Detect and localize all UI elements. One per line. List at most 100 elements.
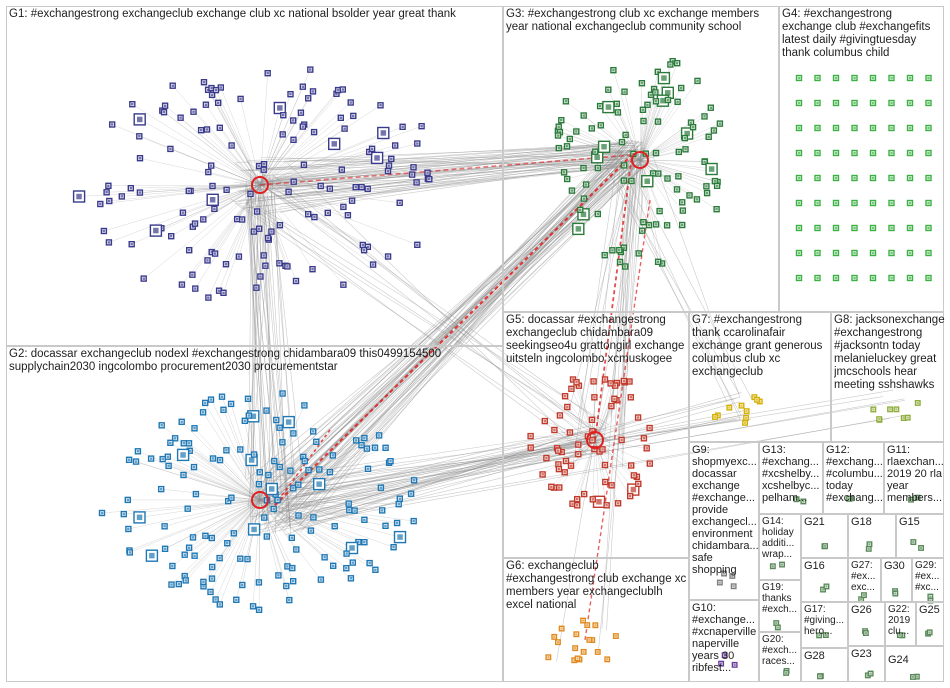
edge — [530, 435, 596, 441]
node-fill-g1 — [312, 130, 316, 134]
node-fill-g2 — [202, 585, 205, 588]
node-fill-g1 — [179, 116, 182, 119]
node-fill-g11 — [916, 496, 919, 499]
edge — [633, 175, 753, 401]
edge — [639, 120, 644, 161]
node-fill-g1 — [206, 88, 210, 92]
node-fill-g6 — [560, 627, 563, 630]
node-fill-g8 — [895, 408, 898, 411]
edge — [568, 144, 639, 411]
node-fill-g3 — [677, 150, 680, 154]
node-fill-g2 — [193, 554, 196, 557]
node-fill-g1 — [169, 147, 172, 151]
node-fill-g5 — [613, 384, 617, 387]
node-fill-g15 — [919, 546, 923, 550]
node-fill-g3 — [618, 248, 621, 252]
edge — [651, 151, 741, 398]
node-fill-g29 — [929, 595, 932, 598]
node-fill-g5 — [575, 381, 578, 384]
node-fill-g1 — [249, 192, 252, 196]
node-fill-g4 — [908, 276, 912, 280]
edge — [211, 499, 261, 579]
node-fill-g6 — [573, 659, 576, 662]
edge — [258, 142, 640, 177]
node-fill-g3 — [646, 103, 649, 107]
node-fill-g3 — [630, 179, 633, 183]
node-fill-g3 — [696, 79, 699, 83]
edge — [594, 382, 618, 441]
node-fill-g1 — [426, 171, 429, 174]
node-fill-g3 — [656, 260, 660, 263]
node-fill-g3 — [680, 201, 684, 204]
node-fill-g2 — [214, 598, 217, 601]
edge — [249, 191, 292, 526]
node-fill-g5 — [563, 395, 567, 398]
edge — [259, 102, 351, 186]
node-fill-g2 — [409, 492, 413, 495]
edge — [256, 398, 736, 527]
edge — [259, 154, 633, 186]
node-fill-g2 — [184, 579, 187, 582]
edge — [578, 160, 626, 416]
edge — [639, 159, 644, 223]
node-fill-g2 — [161, 457, 164, 461]
node-fill-g5 — [592, 380, 595, 383]
node-fill-g22 — [898, 633, 901, 637]
edge — [259, 143, 418, 186]
node-fill-g5 — [563, 471, 566, 474]
node-fill-g3 — [691, 126, 695, 129]
node-fill-g3 — [708, 166, 715, 172]
node-fill-g14 — [780, 563, 784, 566]
edge — [193, 111, 261, 186]
node-fill-g3 — [590, 127, 594, 130]
node-fill-g9 — [718, 581, 721, 584]
node-fill-g1 — [328, 187, 331, 190]
node-fill-g19 — [775, 621, 778, 625]
node-fill-g3 — [657, 172, 660, 175]
edge — [282, 437, 592, 529]
node-fill-g1 — [107, 241, 111, 244]
node-fill-g2 — [273, 459, 276, 463]
node-fill-g1 — [311, 268, 314, 271]
node-fill-g3 — [677, 175, 680, 178]
node-fill-g1 — [207, 296, 210, 299]
edge — [542, 439, 596, 475]
node-fill-g2 — [209, 590, 212, 594]
node-fill-g2 — [360, 444, 363, 447]
node-fill-g1 — [209, 197, 216, 203]
edge — [639, 159, 705, 162]
node-fill-g1 — [342, 283, 345, 286]
node-fill-g4 — [890, 251, 893, 255]
edge — [620, 155, 635, 446]
node-fill-g2 — [182, 473, 185, 477]
edge — [212, 458, 261, 501]
edge — [585, 159, 641, 185]
node-fill-g2 — [188, 449, 191, 452]
node-fill-g2 — [319, 578, 323, 581]
node-fill-g1 — [237, 255, 241, 258]
edge — [259, 182, 417, 186]
node-fill-g2 — [412, 519, 415, 523]
node-fill-g1 — [306, 97, 310, 100]
node-fill-g1 — [194, 287, 197, 290]
edge — [594, 427, 650, 441]
node-fill-g3 — [556, 134, 560, 137]
edge — [594, 381, 630, 441]
edge — [205, 499, 261, 537]
edge — [223, 184, 261, 293]
edge — [639, 159, 715, 182]
node-fill-g7 — [756, 398, 759, 401]
node-fill-g2 — [251, 605, 255, 608]
node-fill-g3 — [579, 208, 582, 212]
edge — [594, 380, 625, 441]
edge — [604, 159, 641, 256]
edge — [210, 499, 261, 593]
node-fill-g2 — [303, 459, 306, 463]
edge — [249, 157, 618, 505]
node-fill-g1 — [202, 81, 206, 84]
node-fill-g1 — [379, 104, 382, 107]
node-fill-g2 — [395, 521, 399, 525]
edge — [620, 159, 641, 253]
node-fill-g1 — [311, 90, 315, 93]
